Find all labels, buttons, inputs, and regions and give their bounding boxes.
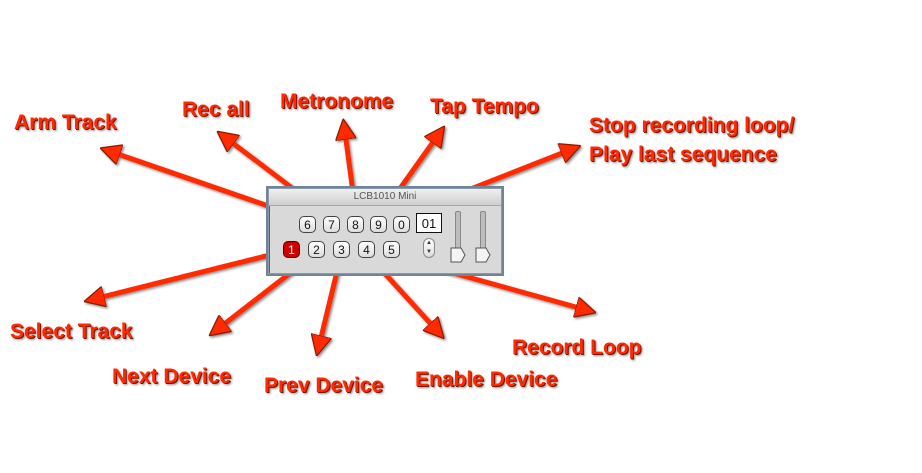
label-arm-track: Arm Track	[14, 111, 117, 134]
pad-3[interactable]: 3	[333, 241, 350, 258]
label-enable-device: Enable Device	[415, 368, 558, 391]
pad-4[interactable]: 4	[358, 241, 375, 258]
lcb-mini-panel: LCB1010 Mini 6 7 8 9 0 01 1 2 3 4 5 ▲ ▼	[268, 188, 502, 274]
label-next-device: Next Device	[112, 365, 232, 388]
stepper-up-icon[interactable]: ▲	[426, 240, 432, 246]
fader-2-thumb[interactable]	[475, 247, 491, 263]
value-display: 01	[416, 213, 442, 233]
pad-5[interactable]: 5	[383, 241, 400, 258]
pad-2[interactable]: 2	[308, 241, 325, 258]
fader-1-thumb[interactable]	[450, 247, 466, 263]
label-tap-tempo: Tap Tempo	[430, 95, 539, 118]
panel-title: LCB1010 Mini	[269, 189, 501, 206]
label-metronome: Metronome	[280, 90, 394, 113]
pad-0[interactable]: 0	[393, 216, 410, 233]
label-rec-all: Rec all	[182, 98, 250, 121]
stepper-down-icon[interactable]: ▼	[426, 249, 432, 255]
label-select-track: Select Track	[10, 320, 133, 343]
arrow-select-track	[90, 247, 291, 300]
label-record-loop: Record Loop	[512, 336, 642, 359]
label-stop-recording-line1: Stop recording loop/	[589, 114, 795, 137]
label-stop-recording-line2: Play last sequence	[589, 143, 777, 166]
stepper-control[interactable]: ▲ ▼	[423, 238, 435, 258]
pad-9[interactable]: 9	[370, 216, 387, 233]
label-prev-device: Prev Device	[264, 374, 384, 397]
pad-7[interactable]: 7	[323, 216, 340, 233]
pad-8[interactable]: 8	[347, 216, 364, 233]
pad-1[interactable]: 1	[283, 241, 300, 258]
pad-6[interactable]: 6	[299, 216, 316, 233]
